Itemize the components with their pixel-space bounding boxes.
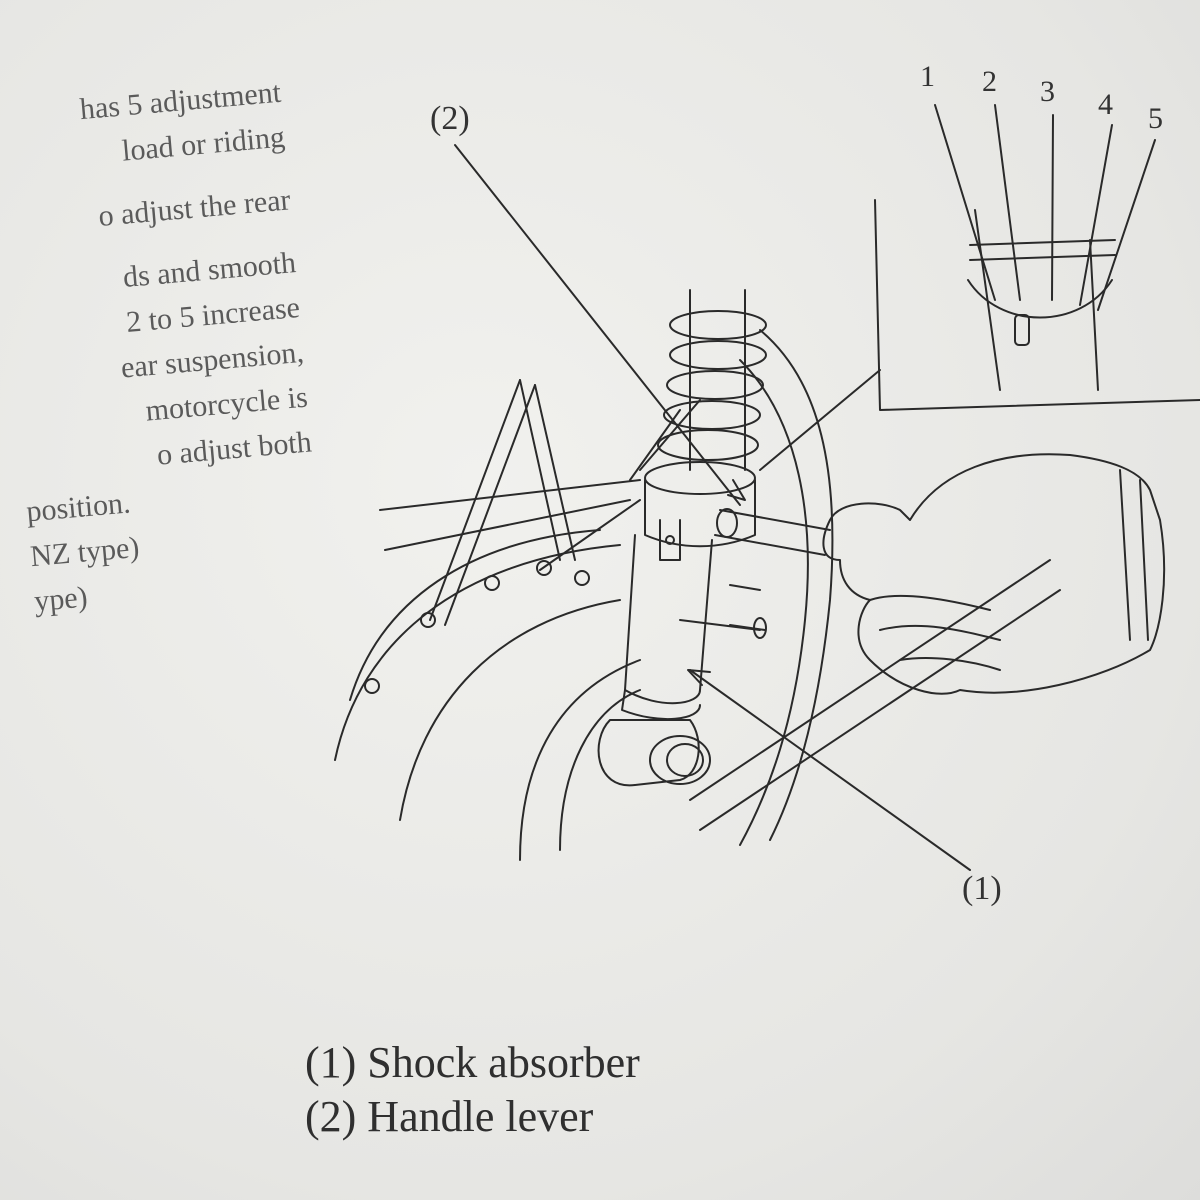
wheel-rim-inner xyxy=(739,359,809,846)
label-handle-lever: (2) xyxy=(430,100,470,137)
disc-hole xyxy=(484,575,500,591)
disc-hole xyxy=(420,612,436,628)
label-shock-absorber: (1) xyxy=(962,870,1002,907)
spoke xyxy=(379,479,641,511)
handle-lever-bottom xyxy=(714,534,826,556)
scale-number: 3 xyxy=(1040,75,1055,108)
hand-outline xyxy=(822,453,1166,695)
shock-body xyxy=(624,534,713,705)
wheel-rim-outer xyxy=(759,329,834,841)
swingarm-edge xyxy=(519,659,641,861)
spoke xyxy=(444,384,536,626)
spoke xyxy=(429,379,521,621)
scale-number: 1 xyxy=(920,60,935,93)
inset-collar xyxy=(969,239,1116,261)
leader-line-1 xyxy=(689,669,971,871)
spring-seat xyxy=(644,461,756,495)
caption-handle-lever: (2) Handle lever xyxy=(305,1092,594,1141)
disc-hole xyxy=(364,678,380,694)
inset-pointer xyxy=(1097,139,1156,311)
mount-nut xyxy=(649,735,711,785)
handle-lever-top xyxy=(719,509,831,531)
inset-frame xyxy=(974,209,1099,391)
spring-coil xyxy=(657,429,759,461)
spoke xyxy=(519,379,561,561)
spring-coil xyxy=(669,340,767,370)
spoke xyxy=(384,499,631,551)
shock-rod xyxy=(689,289,746,471)
inset-pointer xyxy=(994,104,1021,301)
brake-disc-edge xyxy=(349,529,601,701)
lower-mount xyxy=(597,719,700,787)
inset-pointer xyxy=(1051,114,1054,301)
spoke xyxy=(539,499,641,571)
spoke xyxy=(534,384,576,561)
spring-coil xyxy=(669,310,767,340)
fender-outline xyxy=(874,199,1200,411)
scale-number: 5 xyxy=(1148,102,1163,135)
scale-number: 2 xyxy=(982,65,997,98)
axle-bolt xyxy=(729,584,766,631)
caption-shock-absorber: (1) Shock absorber xyxy=(305,1038,640,1087)
adjuster-collar xyxy=(644,479,756,548)
inset-cam xyxy=(967,279,1113,319)
inset-tab xyxy=(1014,314,1030,346)
inset-pointer xyxy=(1079,124,1113,306)
scale-number: 4 xyxy=(1098,88,1113,121)
figure-caption: (1) Shock absorber (2) Handle lever xyxy=(305,1036,640,1144)
spring-coil xyxy=(666,370,764,400)
disc-hole xyxy=(536,560,552,576)
leader-line-2 xyxy=(454,144,741,506)
disc-hole xyxy=(574,570,590,586)
inset-pointer xyxy=(934,104,996,301)
spring-coil xyxy=(663,400,761,430)
